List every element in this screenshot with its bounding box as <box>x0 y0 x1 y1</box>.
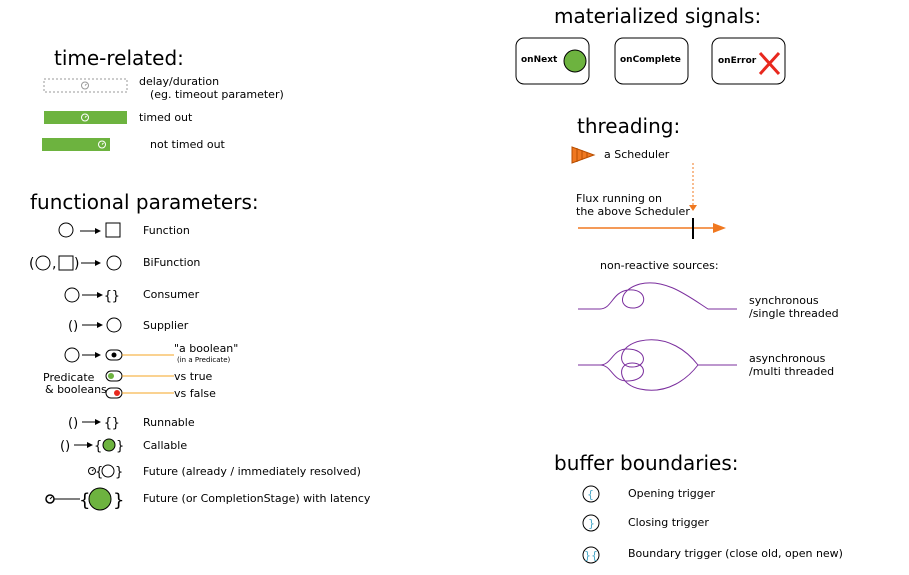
on-next-label: onNext <box>521 55 558 65</box>
opening-trigger-icon: { <box>582 485 600 503</box>
time-related-heading: time-related: <box>54 46 184 70</box>
asynchronous-source-curve <box>578 339 737 391</box>
flux-running-label: Flux running on <box>576 192 663 205</box>
not-timed-out-bar <box>42 138 110 151</box>
callable-label: Callable <box>143 439 188 452</box>
timed-out-bar <box>44 111 127 124</box>
function-icon <box>58 222 121 238</box>
not-timed-out-label: not timed out <box>150 138 225 151</box>
delay-duration-bar <box>43 78 128 93</box>
consumer-label: Consumer <box>143 288 200 301</box>
future-resolved-label: Future (already / immediately resolved) <box>143 465 361 478</box>
non-reactive-sources-label: non-reactive sources: <box>600 259 719 272</box>
supplier-icon: () <box>68 317 122 334</box>
in-predicate-label: (in a Predicate) <box>177 356 231 364</box>
vs-true-icon <box>105 370 174 382</box>
opening-trigger-label: Opening trigger <box>628 487 716 500</box>
svg-text:}: } <box>116 439 124 454</box>
runnable-icon: () {} <box>68 416 120 431</box>
asynchronous-label: asynchronous <box>749 352 826 365</box>
predicate-icon <box>64 347 174 363</box>
on-error-signal-box <box>711 37 786 85</box>
svg-text:{: { <box>94 439 102 454</box>
synchronous-label: synchronous <box>749 294 819 307</box>
on-error-label: onError <box>718 56 757 66</box>
svg-text:{: { <box>587 488 594 501</box>
vs-true-label: vs true <box>174 370 213 383</box>
function-label: Function <box>143 224 190 237</box>
boundary-trigger-label: Boundary trigger (close old, open new) <box>628 547 843 560</box>
booleans-label: & booleans <box>45 383 107 396</box>
svg-text:(): () <box>68 416 78 431</box>
on-next-signal-box <box>515 37 590 85</box>
scheduler-icon <box>571 146 596 164</box>
multi-threaded-label: /multi threaded <box>749 365 835 378</box>
predicate-label: Predicate <box>43 371 95 384</box>
callable-icon: () { } <box>60 438 124 454</box>
delay-duration-label: delay/duration <box>139 75 220 88</box>
materialized-signals-heading: materialized signals: <box>554 4 762 28</box>
svg-text:{: { <box>95 465 103 480</box>
on-complete-signal-box <box>614 37 689 85</box>
runnable-label: Runnable <box>143 416 195 429</box>
synchronous-source-curve <box>578 282 737 310</box>
svg-text:}: } <box>588 517 595 530</box>
timed-out-label: timed out <box>139 111 193 124</box>
svg-text:(): () <box>60 439 70 454</box>
threading-heading: threading: <box>577 114 681 138</box>
svg-text:}: } <box>113 490 124 511</box>
future-resolved-icon: { } <box>88 464 123 480</box>
svg-text:(: ( <box>29 256 34 272</box>
flux-scheduler-timeline <box>578 163 726 239</box>
vs-false-icon <box>105 387 174 399</box>
delay-duration-sublabel: (eg. timeout parameter) <box>150 88 284 101</box>
closing-trigger-label: Closing trigger <box>628 516 709 529</box>
bifunction-label: BiFunction <box>143 256 201 269</box>
future-latency-label: Future (or CompletionStage) with latency <box>143 492 371 505</box>
boundary-trigger-icon: }{ <box>582 546 600 564</box>
functional-parameters-heading: functional parameters: <box>30 190 259 214</box>
closing-trigger-icon: } <box>582 514 600 532</box>
scheduler-label: a Scheduler <box>604 148 670 161</box>
svg-text:}{: }{ <box>584 549 598 562</box>
a-boolean-label: "a boolean" <box>174 342 239 355</box>
on-complete-label: onComplete <box>620 55 681 65</box>
buffer-boundaries-heading: buffer boundaries: <box>554 451 739 475</box>
bifunction-icon: ( , ) <box>29 255 122 272</box>
svg-text:{: { <box>79 490 90 511</box>
svg-text:}: } <box>115 465 123 480</box>
supplier-label: Supplier <box>143 319 189 332</box>
vs-false-label: vs false <box>174 387 216 400</box>
svg-text:{}: {} <box>104 416 120 431</box>
above-scheduler-label: the above Scheduler <box>576 205 690 218</box>
svg-text:,: , <box>52 256 56 272</box>
single-threaded-label: /single threaded <box>749 307 839 320</box>
svg-text:(): () <box>68 319 78 334</box>
consumer-icon: {} <box>64 287 120 304</box>
future-latency-icon: { } <box>45 487 124 511</box>
svg-text:): ) <box>74 256 79 272</box>
svg-text:{}: {} <box>104 289 120 304</box>
